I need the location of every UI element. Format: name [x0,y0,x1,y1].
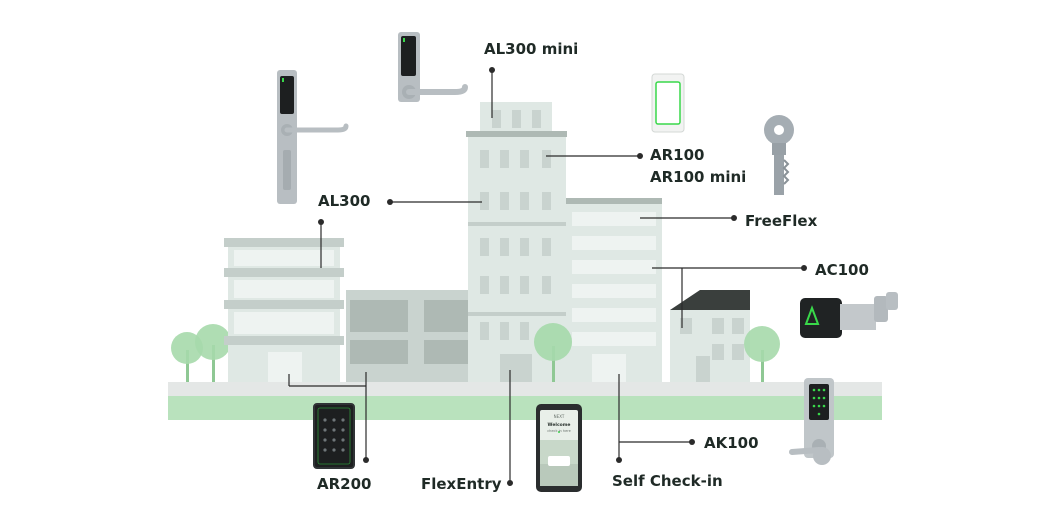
tablet-sub: check in here [547,429,571,433]
ar100-reader [651,73,685,133]
label-ar200: AR200 [317,475,372,493]
freeflex-key [764,115,794,195]
tree [171,324,231,382]
ground-pavement [168,382,882,396]
label-self-checkin: Self Check-in [612,472,723,490]
tree [744,326,780,382]
label-al300: AL300 [318,192,371,210]
label-ar100: AR100 [650,146,705,164]
ar200-reader [313,403,355,469]
building-left [224,238,344,382]
building-center-low [346,290,486,382]
building-house [670,290,750,382]
al300-lock [277,70,349,204]
label-ac100: AC100 [815,261,869,279]
al300-mini-lock [398,32,468,102]
label-ar100-mini: AR100 mini [650,168,747,186]
label-flexentry: FlexEntry [421,475,502,493]
ground-grass [168,396,882,420]
building-right-mid [566,198,662,382]
tablet-brand: NEXT [554,414,565,419]
label-ak100: AK100 [704,434,759,452]
ak100-lock [789,378,834,465]
leader-dots [318,67,807,486]
label-al300-mini: AL300 mini [484,40,579,58]
tree [534,323,572,382]
tablet-welcome: Welcome [548,422,571,428]
label-freeflex: FreeFlex [745,212,818,230]
leader-lines [288,70,804,483]
ac100-cylinder [800,292,898,338]
self-checkin-tablet [536,404,582,492]
